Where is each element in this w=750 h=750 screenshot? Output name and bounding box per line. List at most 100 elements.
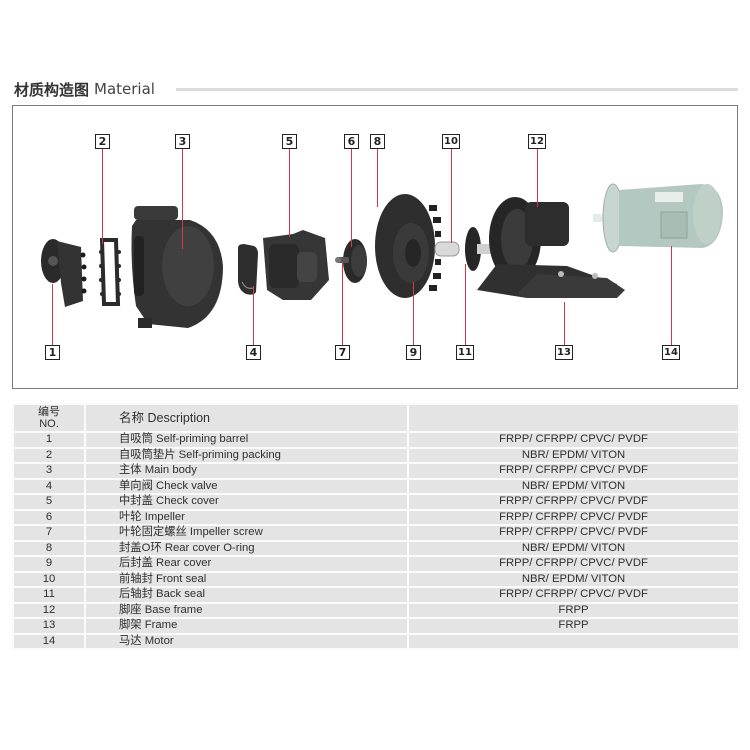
leader-line-2	[102, 149, 104, 244]
callout-5: 5	[282, 134, 297, 149]
row-no: 14	[12, 632, 86, 650]
row-material: FRPP/ CFRPP/ CPVC/ PVDF	[407, 524, 740, 542]
part-5-check-cover	[263, 230, 333, 302]
row-no: 3	[12, 462, 86, 480]
part-4-check-valve	[236, 244, 258, 296]
row-description: 脚座 Base frame	[84, 601, 409, 619]
row-no: 13	[12, 617, 86, 635]
row-material: FRPP/ CFRPP/ CPVC/ PVDF	[407, 431, 740, 449]
row-no: 4	[12, 477, 86, 495]
row-material: NBR/ EPDM/ VITON	[407, 539, 740, 557]
leader-line-4	[253, 286, 255, 345]
header-no-en: NO.	[39, 418, 59, 430]
row-description: 单向阀 Check valve	[84, 477, 409, 495]
header-no: 编号 NO.	[12, 403, 86, 433]
row-material: FRPP/ CFRPP/ CPVC/ PVDF	[407, 586, 740, 604]
leader-line-8	[377, 149, 379, 207]
section-title-cn: 材质构造图	[14, 80, 90, 99]
row-no: 1	[12, 431, 86, 449]
row-description: 叶轮 Impeller	[84, 508, 409, 526]
title-divider	[176, 88, 738, 91]
callout-11: 11	[456, 345, 474, 360]
callout-13: 13	[555, 345, 573, 360]
callout-9: 9	[406, 345, 421, 360]
row-material: NBR/ EPDM/ VITON	[407, 570, 740, 588]
section-title-en: Material	[94, 80, 155, 98]
row-no: 10	[12, 570, 86, 588]
row-description: 前轴封 Front seal	[84, 570, 409, 588]
part-12-base-frame	[477, 194, 627, 302]
callout-3: 3	[175, 134, 190, 149]
row-material: NBR/ EPDM/ VITON	[407, 446, 740, 464]
row-description: 封盖O环 Rear cover O-ring	[84, 539, 409, 557]
callout-1: 1	[45, 345, 60, 360]
row-material: FRPP	[407, 617, 740, 635]
callout-8: 8	[370, 134, 385, 149]
leader-line-13	[564, 302, 566, 345]
row-description: 马达 Motor	[84, 632, 409, 650]
header-material	[407, 403, 740, 433]
row-description: 自吸筒垫片 Self-priming packing	[84, 446, 409, 464]
row-material: NBR/ EPDM/ VITON	[407, 477, 740, 495]
row-material: FRPP	[407, 601, 740, 619]
leader-line-9	[413, 282, 415, 345]
row-description: 主体 Main body	[84, 462, 409, 480]
header-description: 名称 Description	[84, 403, 409, 433]
section-heading: 材质构造图 Material	[14, 78, 155, 100]
leader-line-14	[671, 246, 673, 345]
callout-12: 12	[528, 134, 546, 149]
part-3-main-body	[128, 206, 228, 331]
part-10-front-seal	[431, 224, 493, 274]
header-no-cn: 编号	[38, 406, 60, 418]
row-no: 7	[12, 524, 86, 542]
callout-4: 4	[246, 345, 261, 360]
row-no: 2	[12, 446, 86, 464]
leader-line-12	[537, 149, 539, 207]
row-no: 6	[12, 508, 86, 526]
part-1-self-priming-barrel	[39, 231, 89, 311]
leader-line-6	[351, 149, 353, 247]
row-description: 后封盖 Rear cover	[84, 555, 409, 573]
leader-line-7	[342, 262, 344, 345]
row-material: FRPP/ CFRPP/ CPVC/ PVDF	[407, 555, 740, 573]
row-description: 脚架 Frame	[84, 617, 409, 635]
leader-line-11	[465, 264, 467, 345]
row-material	[407, 632, 740, 650]
row-no: 8	[12, 539, 86, 557]
row-material: FRPP/ CFRPP/ CPVC/ PVDF	[407, 462, 740, 480]
callout-7: 7	[335, 345, 350, 360]
exploded-pump-diagram: 2 3 5 6 8 10 12 1 4 7 9 11 13 14	[12, 105, 738, 389]
part-14-motor	[591, 178, 725, 258]
table-header-row: 编号 NO. 名称 Description	[12, 403, 740, 433]
row-description: 叶轮固定螺丝 Impeller screw	[84, 524, 409, 542]
row-material: FRPP/ CFRPP/ CPVC/ PVDF	[407, 508, 740, 526]
row-material: FRPP/ CFRPP/ CPVC/ PVDF	[407, 493, 740, 511]
row-description: 自吸筒 Self-priming barrel	[84, 431, 409, 449]
row-no: 12	[12, 601, 86, 619]
leader-line-3	[182, 149, 184, 249]
row-no: 5	[12, 493, 86, 511]
leader-line-1	[52, 284, 54, 345]
row-description: 中封盖 Check cover	[84, 493, 409, 511]
leader-line-5	[289, 149, 291, 237]
callout-6: 6	[344, 134, 359, 149]
part-2-self-priming-packing	[98, 236, 122, 308]
part-6-impeller	[333, 236, 371, 286]
row-no: 11	[12, 586, 86, 604]
row-no: 9	[12, 555, 86, 573]
